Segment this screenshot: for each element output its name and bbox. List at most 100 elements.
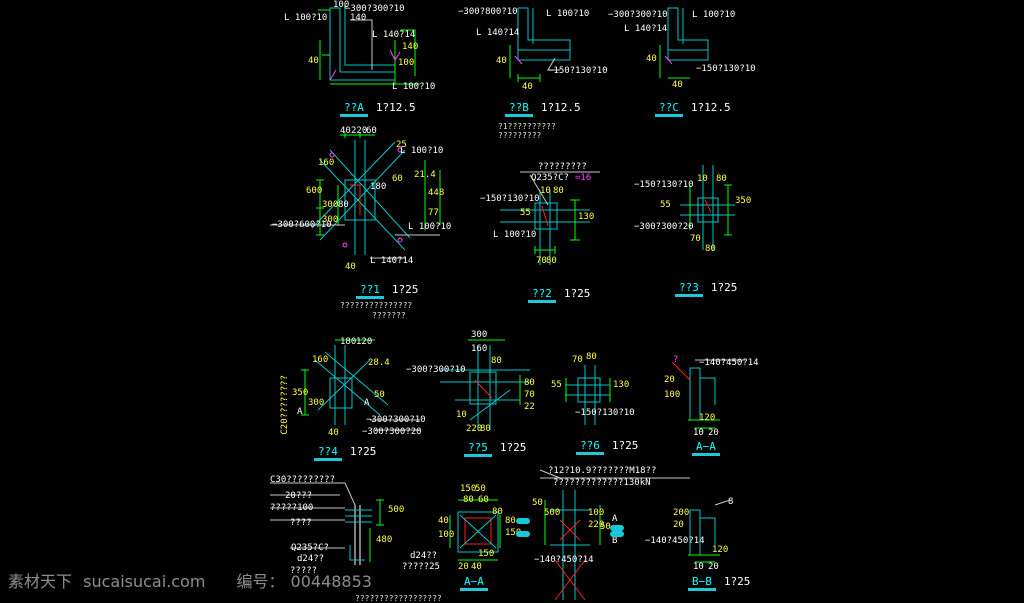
detail-5-label: 160 — [471, 344, 488, 354]
section-aa-1-label: 120 — [699, 413, 716, 423]
elevation-label: 220 — [588, 520, 605, 530]
elevation-label: ?12?10.9???????M18?? — [548, 466, 657, 476]
detail-a-label: L 140?14 — [372, 30, 416, 40]
section-aa-2-label: 20 — [458, 562, 469, 572]
detail-6-drawing — [565, 365, 611, 425]
watermark-id: 00448853 — [290, 572, 372, 591]
watermark-domain: sucaisucai.com — [83, 572, 206, 591]
detail-1-label: 300 — [322, 200, 339, 210]
anchor-label: C30????????? — [270, 475, 336, 485]
detail-b-label: L 140?14 — [476, 28, 520, 38]
detail-5-label: 10 — [456, 410, 467, 420]
detail-5-label: 22 — [524, 402, 535, 412]
detail-4-label: 160 — [312, 355, 329, 365]
section-aa-1-label: 20 — [664, 375, 675, 385]
detail-2-label: 130 — [578, 212, 595, 222]
section-aa-2-label: ?????25 — [402, 562, 440, 572]
detail-3-label: −150?130?10 — [634, 180, 694, 190]
section-aa-1-label: 10 — [693, 428, 704, 438]
detail-a-label: 40 — [308, 56, 319, 66]
detail-6-label: 55 — [551, 380, 562, 390]
detail-1-label: 25 — [396, 140, 407, 150]
detail-3-label: 70 — [690, 234, 701, 244]
section-aa-2-label: 40 — [471, 562, 482, 572]
detail-3-label: 10 — [697, 174, 708, 184]
detail-4-label: 350 — [292, 388, 309, 398]
detail-b-drawing — [509, 7, 571, 82]
detail-1-label: 600 — [306, 186, 323, 196]
detail-1-label: 60 — [366, 126, 377, 136]
detail-5-label: 70 — [524, 390, 535, 400]
detail-b-note: ????????? — [498, 131, 542, 140]
anchor-label: ????? — [290, 566, 318, 576]
section-aa-2-label: 150 — [460, 484, 477, 494]
section-aa-2-label: 80 — [505, 516, 516, 526]
detail-2-label: =16 — [575, 173, 592, 183]
section-bb-drawing — [688, 499, 731, 563]
detail-5-label: 220 — [466, 424, 483, 434]
section-bb-label: 20 — [708, 562, 719, 572]
detail-c-label: 40 — [672, 80, 683, 90]
detail-b-label: −150?130?10 — [548, 66, 608, 76]
detail-2-label: 80 — [546, 256, 557, 266]
watermark: 素材天下 sucaisucai.com 编号：00448853 — [8, 568, 378, 592]
section-aa-2-label: 100 — [438, 530, 455, 540]
section-aa-1-label: ? — [673, 355, 679, 365]
detail-5-label: −300?300?10 — [406, 365, 466, 375]
detail-1-label: 160 — [318, 158, 335, 168]
detail-2-label: ????????? — [538, 162, 587, 172]
detail-1-label: 60 — [392, 174, 403, 184]
detail-a-drawing — [318, 5, 420, 85]
detail-c-drawing — [659, 7, 709, 79]
section-bb-label: 200 — [673, 508, 690, 518]
detail-4-label: 120 — [356, 337, 373, 347]
detail-4-drawing — [301, 339, 420, 431]
anchor-label: 20??? — [285, 491, 313, 501]
detail-4-label: 50 — [374, 390, 385, 400]
detail-6-label: 80 — [586, 352, 597, 362]
detail-2-label: 80 — [553, 186, 564, 196]
detail-c-label: L 100?10 — [692, 10, 736, 20]
section-marker-b — [610, 531, 624, 537]
section-aa-2-label: 150 — [478, 549, 495, 559]
detail-1-note: ??????????????? — [340, 301, 413, 310]
anchor-label: ?????100 — [270, 503, 314, 513]
section-aa-2-label: 80 — [492, 507, 503, 517]
detail-2-label: L 100?10 — [493, 230, 537, 240]
elevation-label: 50 — [532, 498, 543, 508]
section-aa-2-title: A−A — [460, 575, 496, 591]
detail-1-label: L 100?10 — [400, 146, 444, 156]
detail-4-label: 180 — [340, 337, 357, 347]
section-bb-label: 20 — [673, 520, 684, 530]
detail-5-label: 80 — [491, 356, 502, 366]
anchor-label: 500 — [388, 505, 405, 515]
detail-2-label: 70 — [536, 256, 547, 266]
detail-4-label: 300 — [308, 398, 325, 408]
detail-b-label: −300?800?10 — [458, 7, 518, 17]
section-bb-label: 8 — [728, 497, 734, 507]
detail-2-label: 55 — [520, 208, 531, 218]
elevation-label: ?????????????130kN — [553, 478, 651, 488]
detail-1-label: 220 — [351, 126, 368, 136]
detail-1-label: 21.4 — [414, 170, 436, 180]
section-marker-a — [516, 518, 530, 524]
elevation-drawing — [539, 469, 690, 601]
watermark-site: 素材天下 — [8, 572, 73, 591]
detail-5-drawing — [440, 339, 530, 430]
detail-a-label: −300?300?10 — [345, 4, 405, 14]
detail-1-label: 80 — [338, 200, 349, 210]
section-marker-b — [516, 531, 530, 537]
detail-2-label: −150?130?10 — [480, 194, 540, 204]
detail-b-label: 40 — [496, 56, 507, 66]
detail-6-label: −150?130?10 — [575, 408, 635, 418]
detail-a-label: 100 — [333, 0, 350, 10]
detail-2-label: Q235?C? — [531, 173, 569, 183]
detail-4-label: −300?300?10 — [366, 415, 426, 425]
